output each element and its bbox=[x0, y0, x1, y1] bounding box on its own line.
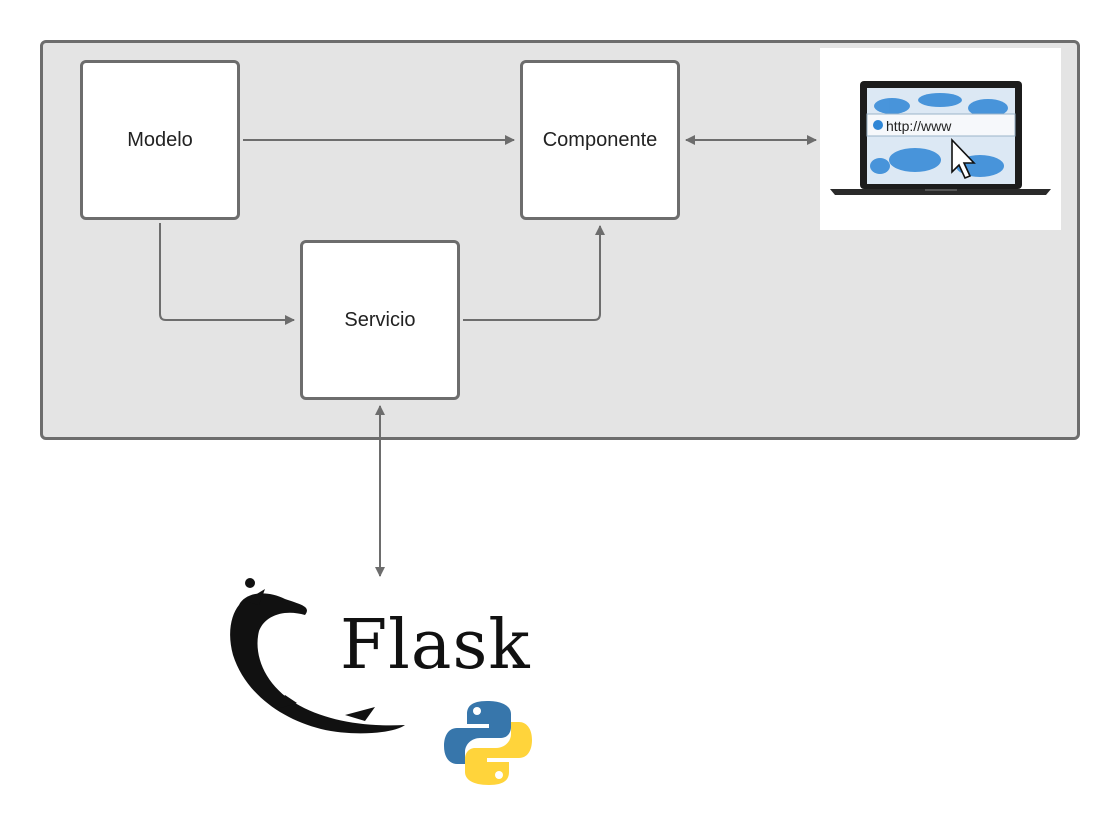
mouse-cursor-icon bbox=[951, 138, 976, 180]
python-logo-icon bbox=[444, 701, 532, 785]
browser-url-text: http://www bbox=[886, 118, 952, 134]
node-componente: Componente bbox=[520, 60, 680, 220]
node-componente-label: Componente bbox=[542, 128, 658, 151]
node-modelo: Modelo bbox=[80, 60, 240, 220]
flask-wordmark: Flask bbox=[340, 606, 531, 685]
arrow-modelo-to-servicio bbox=[159, 223, 295, 325]
node-servicio: Servicio bbox=[300, 240, 460, 400]
node-servicio-label: Servicio bbox=[344, 308, 416, 331]
node-modelo-label: Modelo bbox=[127, 128, 193, 151]
flask-horn-icon bbox=[230, 578, 405, 734]
browser-laptop-image: http://www bbox=[820, 48, 1061, 230]
arrow-servicio-to-componente bbox=[463, 225, 605, 321]
